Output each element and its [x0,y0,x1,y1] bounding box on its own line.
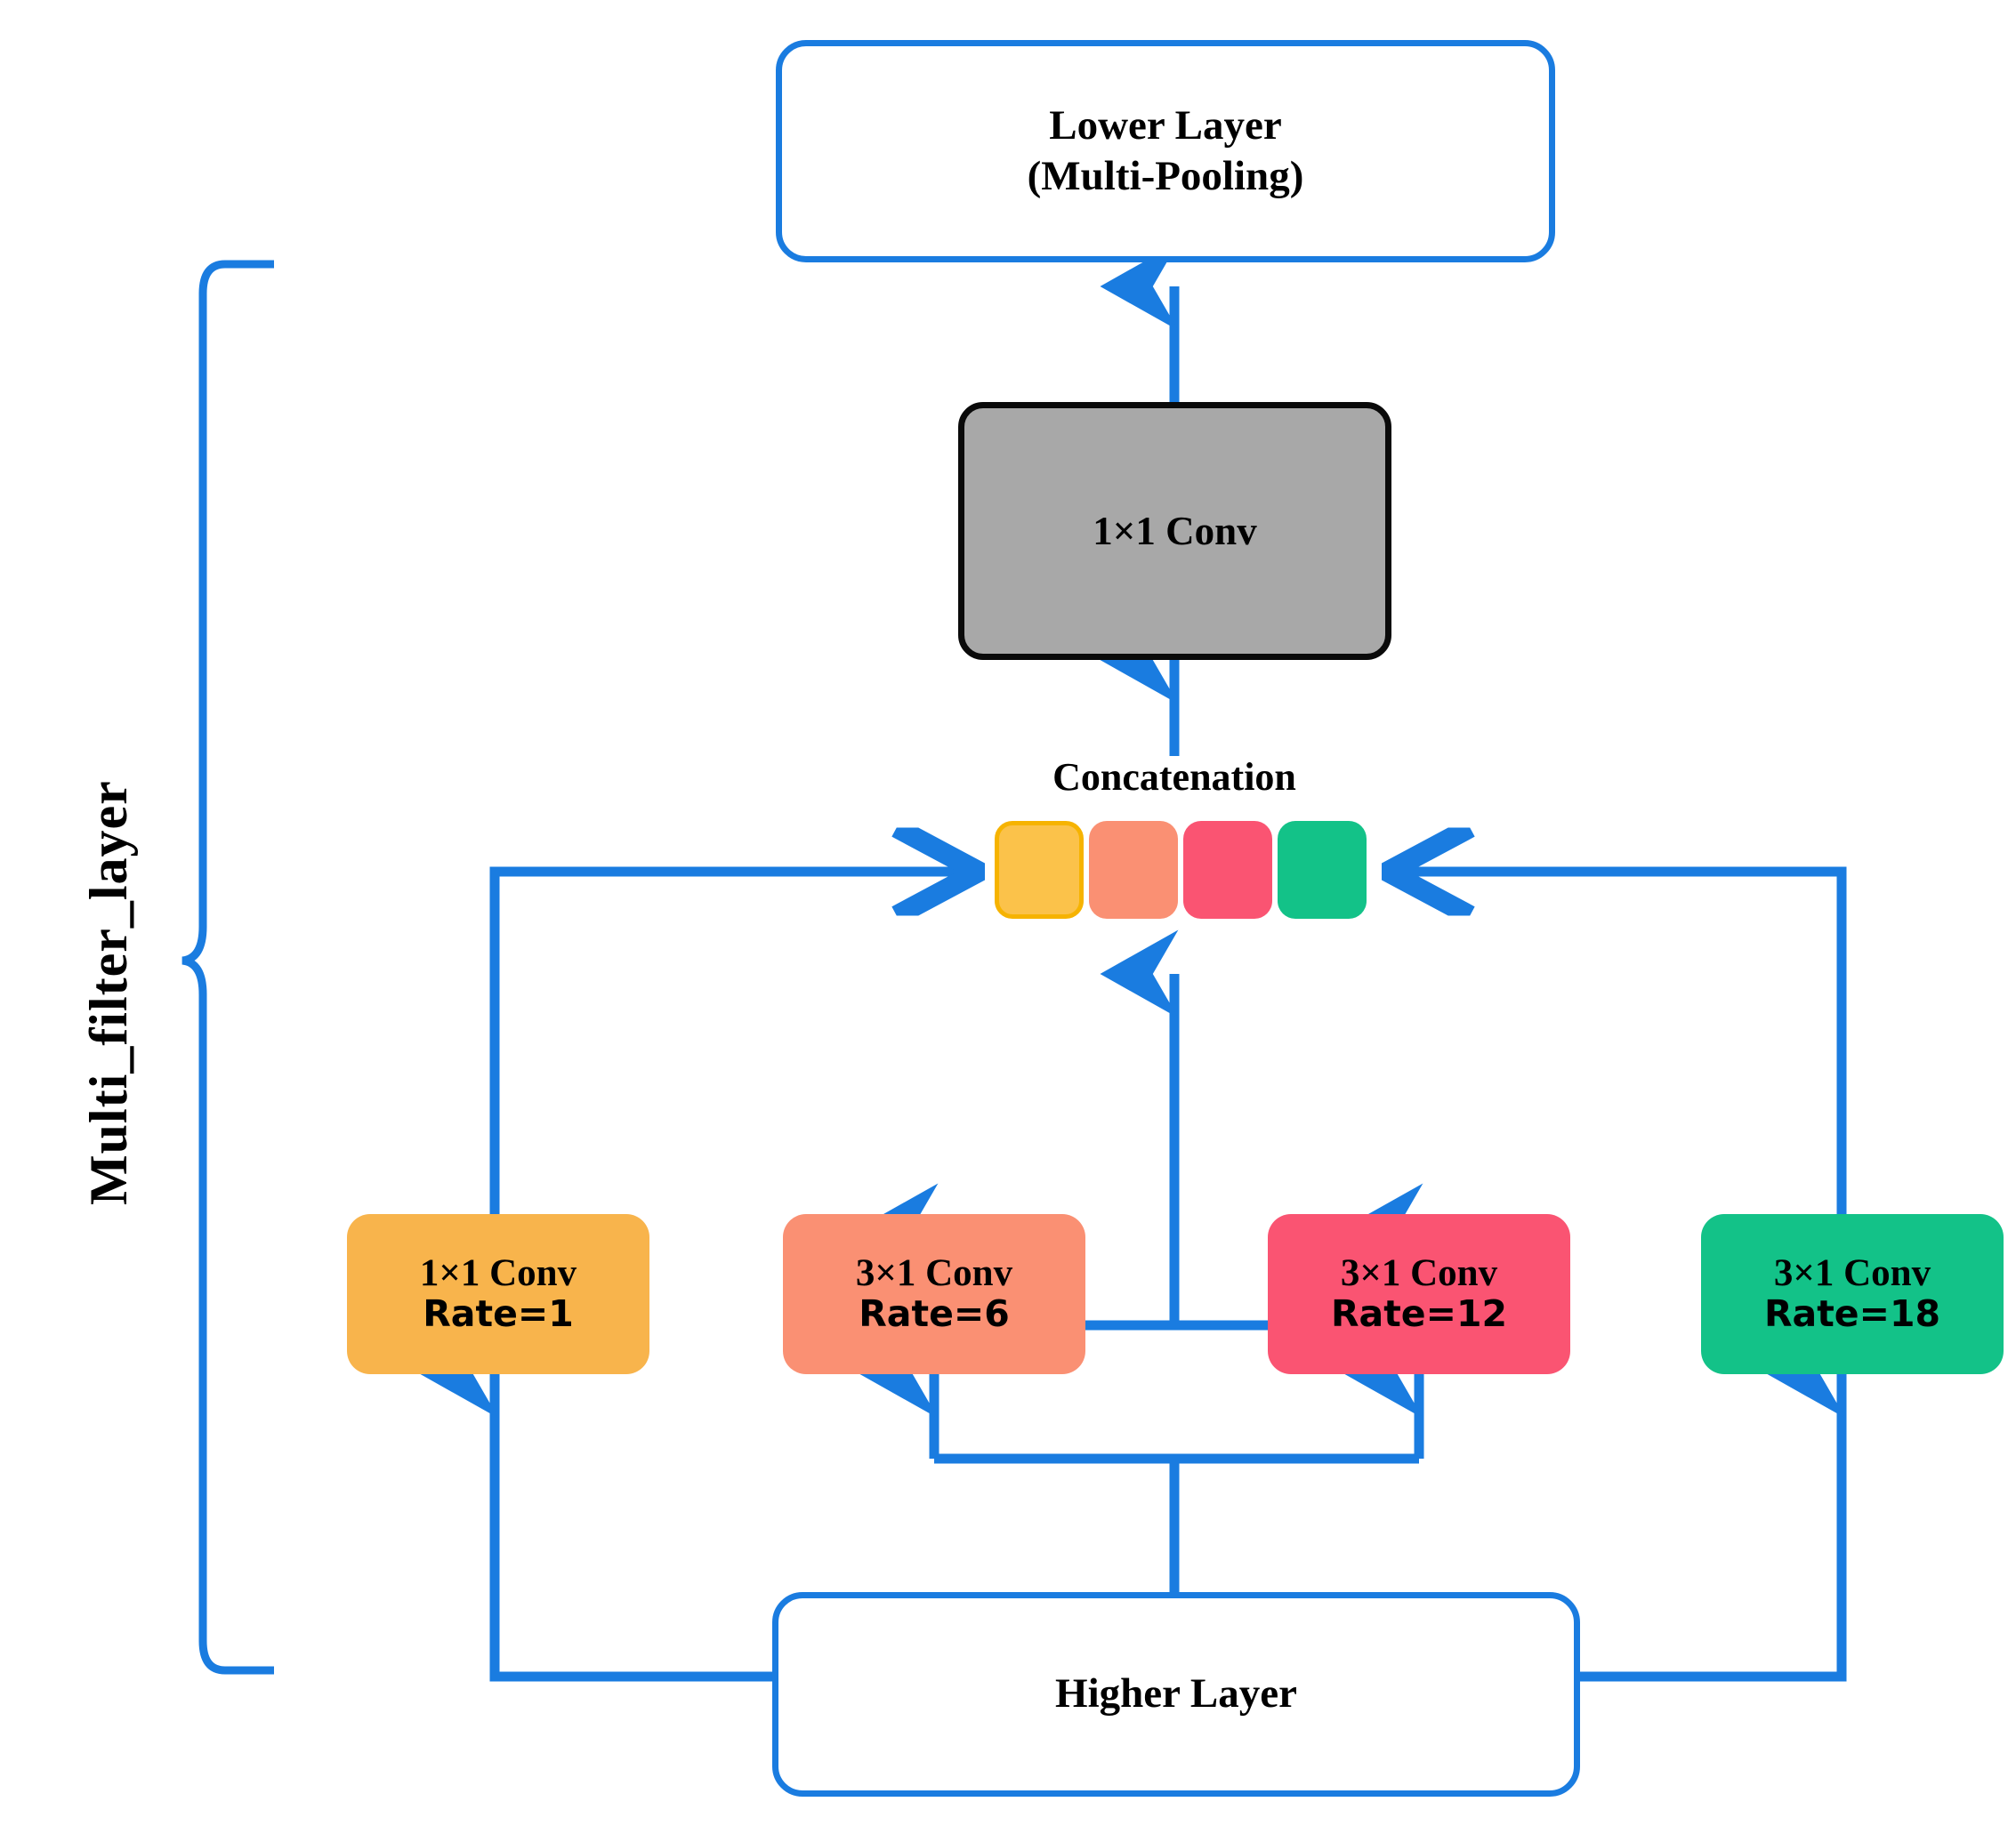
concat-cell-rate-18[interactable] [1278,821,1367,919]
higher-layer-box[interactable]: Higher Layer [772,1592,1580,1797]
concat-cell-rate-1[interactable] [995,821,1084,919]
concat-cell-rate-12[interactable] [1183,821,1272,919]
fusion-conv-label: 1×1 Conv [1093,509,1257,553]
conv-branch-rate-1-kernel: 1×1 Conv [419,1251,577,1294]
arrow-higher-to-rate18 [1577,1330,1847,1682]
conv-branch-rate-18-rate: Rate=18 [1763,1292,1941,1336]
concatenation-label: Concatenation [1052,755,1296,799]
lower-layer-line-1: Lower Layer [1049,101,1282,149]
lower-layer-line-2: (Multi-Pooling) [1027,153,1304,199]
conv-branch-rate-18-kernel: 3×1 Conv [1773,1251,1931,1294]
higher-layer-label: Higher Layer [1055,1670,1297,1717]
fusion-conv-box[interactable]: 1×1 Conv [958,402,1391,660]
conv-branch-rate-12[interactable]: 3×1 Conv Rate=12 [1268,1214,1570,1374]
conv-branch-rate-18[interactable]: 3×1 Conv Rate=18 [1701,1214,2004,1374]
conv-branch-rate-6[interactable]: 3×1 Conv Rate=6 [783,1214,1085,1374]
conv-branch-rate-6-rate: Rate=6 [859,1292,1010,1336]
conv-branch-rate-1[interactable]: 1×1 Conv Rate=1 [347,1214,649,1374]
arrow-rate18-to-concat [1390,872,1847,1214]
lower-layer-box[interactable]: Lower Layer (Multi-Pooling) [776,40,1555,262]
conv-branch-rate-6-kernel: 3×1 Conv [855,1251,1013,1294]
arrow-higher-to-rate1 [420,1330,772,1682]
multi-filter-layer-brace [181,260,274,1675]
multi-filter-layer-label: Multi_filter_layer [79,780,138,1205]
conv-branch-rate-1-rate: Rate=1 [423,1292,574,1336]
arrow-rate1-to-concat [489,872,977,1214]
concatenation-group[interactable] [995,821,1367,919]
concat-cell-rate-6[interactable] [1089,821,1178,919]
conv-branch-rate-12-kernel: 3×1 Conv [1340,1251,1498,1294]
conv-branch-rate-12-rate: Rate=12 [1330,1292,1508,1336]
